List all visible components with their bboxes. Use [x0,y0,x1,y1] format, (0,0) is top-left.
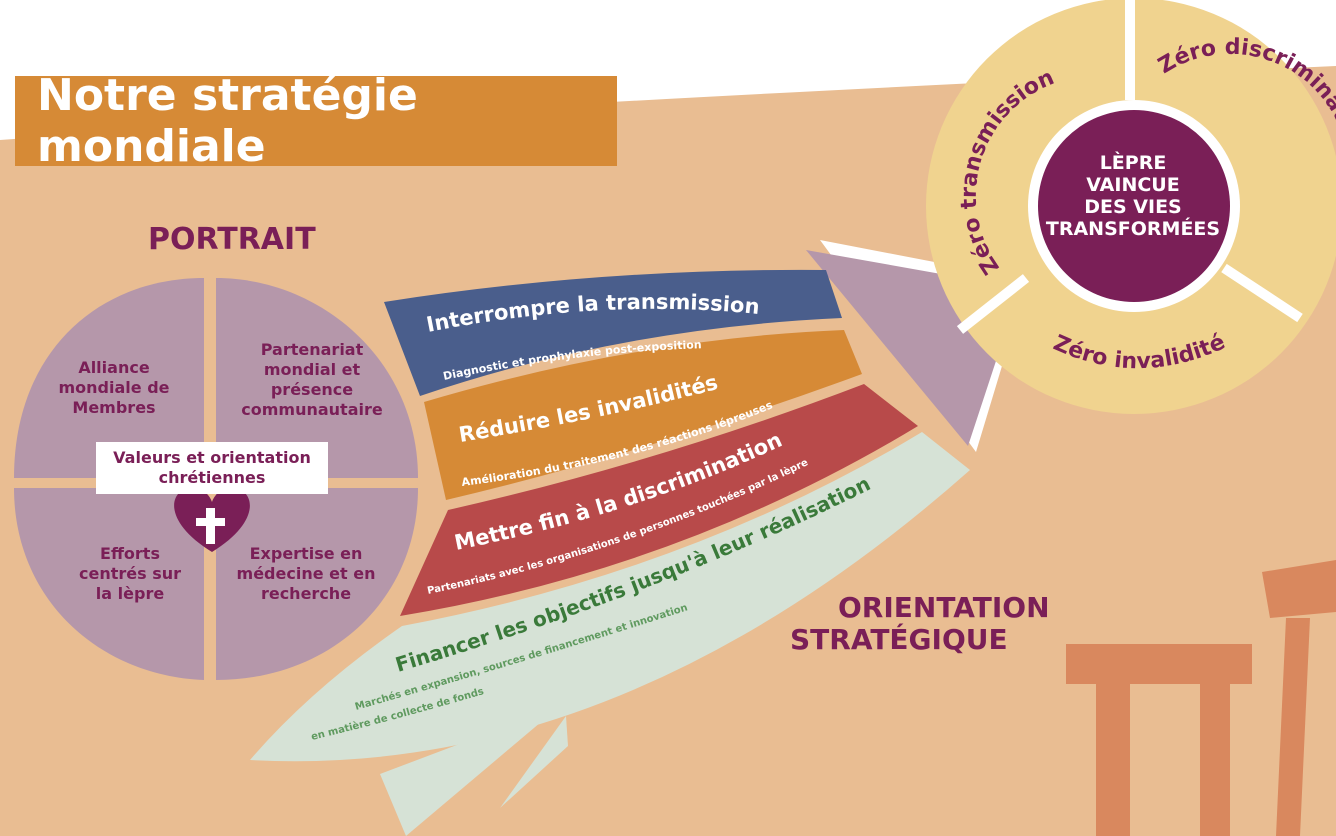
orientation-heading: ORIENTATION STRATÉGIQUE [790,591,1050,656]
portrait-heading: PORTRAIT [148,222,316,257]
band-financer [250,432,970,762]
goal-line-3: DES VIES [1084,196,1182,218]
values-label-box: Valeurs et orientation chrétiennes [96,442,328,494]
quadrant-label-efforts: Efforts centrés sur la lèpre [78,544,181,603]
heart-cross-icon [174,488,250,552]
band-transmission [384,269,842,396]
band-discrimination [400,384,918,616]
page-title: Notre stratégie mondiale [37,70,418,172]
quadrant-label-expertise: Expertise en médecine et en recherche [236,544,376,603]
chair-decoration [1066,560,1336,836]
quadrant-label-partenariat: Partenariat mondial et présence communau… [241,340,383,419]
portrait-circle [14,278,418,680]
orientation-heading-line2: STRATÉGIQUE [790,623,1008,656]
goal-center-text: LÈPRE VAINCUE DES VIES TRANSFORMÉES [1036,152,1230,240]
goal-line-2: VAINCUE [1086,174,1180,196]
quadrant-label-alliance: Alliance mondiale de Membres [58,358,170,417]
goal-line-4: TRANSFORMÉES [1045,218,1221,240]
band-invalidites [424,330,862,500]
goal-ring [926,0,1336,414]
values-label: Valeurs et orientation chrétiennes [113,448,311,487]
goal-line-1: LÈPRE [1099,152,1167,174]
orientation-heading-line1: ORIENTATION [838,591,1050,624]
title-banner: Notre stratégie mondiale [15,70,617,172]
